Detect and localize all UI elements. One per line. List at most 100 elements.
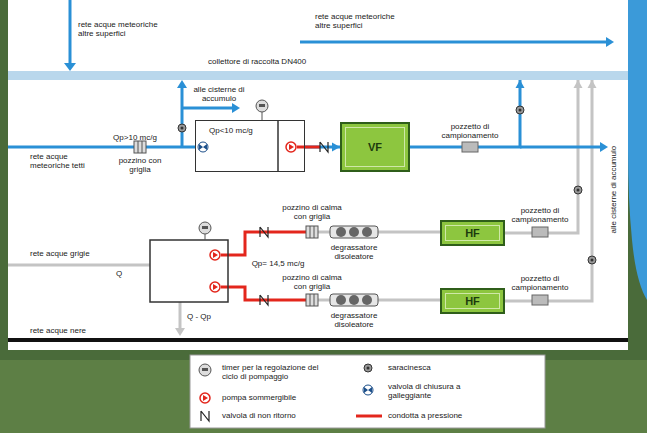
grease-separator bbox=[336, 295, 346, 305]
submersible-pump bbox=[213, 284, 218, 290]
submersible-pump bbox=[213, 252, 218, 258]
blackwater-pipe bbox=[8, 338, 628, 342]
gate-valve bbox=[591, 259, 594, 262]
pipe-label: Q - Qp bbox=[187, 312, 227, 321]
pressure-pipe bbox=[221, 232, 306, 255]
legend-symbol bbox=[364, 387, 372, 393]
legend-text: pompa sommergibile bbox=[222, 393, 352, 402]
pipe-line bbox=[410, 80, 520, 147]
pressure-pipe bbox=[297, 146, 320, 149]
bed-name: HF bbox=[465, 295, 480, 308]
float-valve bbox=[198, 142, 208, 152]
pipe-label: pozzino con griglia bbox=[116, 156, 164, 174]
sampling-well bbox=[462, 142, 478, 152]
pipe-label: Qp= 14,5 mc/g bbox=[248, 259, 308, 268]
gate-valve bbox=[178, 124, 186, 132]
greywater-pipe bbox=[179, 302, 182, 328]
greywater-pipe bbox=[8, 264, 150, 267]
pipe-label: rete acque meteoriche altre superfici bbox=[315, 12, 410, 30]
pipe-label: pozzetto di campionamento bbox=[435, 122, 505, 140]
tank-outline bbox=[150, 120, 278, 302]
float-valve bbox=[199, 144, 207, 150]
legend-symbol bbox=[199, 364, 211, 376]
gate-valve bbox=[574, 186, 582, 194]
pipe-label: rete acque meteoriche tetti bbox=[30, 152, 105, 170]
legend-text: valvola di non ritorno bbox=[222, 411, 352, 420]
grated-manhole bbox=[306, 226, 318, 238]
arrow-head bbox=[332, 143, 340, 152]
submersible-pump bbox=[210, 282, 220, 292]
legend-symbol bbox=[367, 367, 370, 370]
timer-symbol bbox=[202, 226, 208, 229]
pipe-label: pozzetto di campionamento bbox=[510, 274, 570, 292]
submersible-pump bbox=[210, 250, 220, 260]
grease-separator bbox=[349, 295, 359, 305]
legend-symbol bbox=[202, 368, 208, 371]
legend-symbol bbox=[363, 385, 373, 395]
arrow-head bbox=[232, 103, 240, 113]
rainwater-pipe bbox=[69, 0, 72, 64]
grated-manhole bbox=[310, 226, 314, 238]
storage-tank: Qp<10 mc/g bbox=[195, 120, 305, 172]
arrow-head bbox=[600, 142, 608, 152]
greywater-pipe bbox=[378, 231, 440, 234]
pipe-label: rete acque grigie bbox=[30, 249, 110, 258]
legend-symbol bbox=[203, 395, 208, 401]
timer-symbol bbox=[199, 100, 268, 240]
collector-band bbox=[8, 71, 628, 80]
arrow-head bbox=[606, 37, 614, 47]
arrow-head bbox=[64, 37, 614, 152]
gate-valve bbox=[519, 109, 522, 112]
tank-outline bbox=[277, 120, 279, 172]
grease-separator bbox=[362, 227, 372, 237]
float-valve bbox=[198, 142, 208, 152]
submersible-pump bbox=[289, 144, 294, 150]
arrow-head bbox=[177, 80, 187, 88]
arrow-head bbox=[175, 328, 185, 336]
grated-manhole bbox=[306, 294, 318, 306]
sampling-well bbox=[532, 295, 548, 305]
rainwater-pipe bbox=[520, 146, 600, 149]
wetland-bed: VF bbox=[340, 122, 410, 172]
water-body bbox=[628, 0, 647, 300]
greywater-pipe bbox=[378, 299, 440, 302]
grease-separator bbox=[330, 226, 378, 306]
grease-separator bbox=[362, 295, 372, 305]
timer-symbol bbox=[199, 222, 211, 234]
pipe-connector bbox=[505, 80, 583, 233]
diagram-panel bbox=[8, 0, 628, 350]
pipe-connector bbox=[410, 80, 525, 147]
legend-text: valvola di chiusura a galleggiante bbox=[388, 382, 478, 400]
pipe-label: Qp>10 mc/g bbox=[105, 133, 165, 142]
pipe-label: pozzino di calma con griglia bbox=[282, 273, 342, 291]
arrow-head bbox=[588, 80, 597, 88]
sampling-well bbox=[532, 227, 548, 237]
pipe-label: rete acque meteoriche altre superfici bbox=[78, 20, 173, 38]
tank-outline bbox=[150, 240, 228, 302]
pipe-line bbox=[505, 80, 578, 233]
bed-name: HF bbox=[465, 227, 480, 240]
submersible-pump bbox=[286, 142, 296, 152]
grease-separator bbox=[349, 227, 359, 237]
pipe-label: pozzetto di campionamento bbox=[510, 206, 570, 224]
grease-separator bbox=[330, 226, 378, 238]
arrow-head bbox=[516, 80, 525, 88]
check-valve bbox=[260, 295, 268, 305]
submersible-pump bbox=[286, 142, 296, 152]
pipe-line bbox=[505, 80, 592, 301]
legend-symbol bbox=[363, 385, 373, 395]
rainwater-pipe bbox=[181, 88, 184, 147]
pipe-label: degrassatore disoleatore bbox=[324, 311, 384, 329]
timer-symbol bbox=[259, 104, 265, 107]
legend-symbol bbox=[200, 393, 210, 403]
rainwater-pipe bbox=[300, 41, 606, 44]
legend-frame bbox=[190, 355, 545, 428]
wetland-bed: HF bbox=[440, 220, 505, 246]
flow-rate: Qp<10 mc/g bbox=[209, 126, 253, 135]
submersible-pump bbox=[210, 282, 220, 292]
legend-text: timer per la regolazione del ciclo di po… bbox=[222, 363, 327, 381]
arrow-head bbox=[64, 63, 76, 71]
legend-symbol bbox=[199, 364, 382, 421]
